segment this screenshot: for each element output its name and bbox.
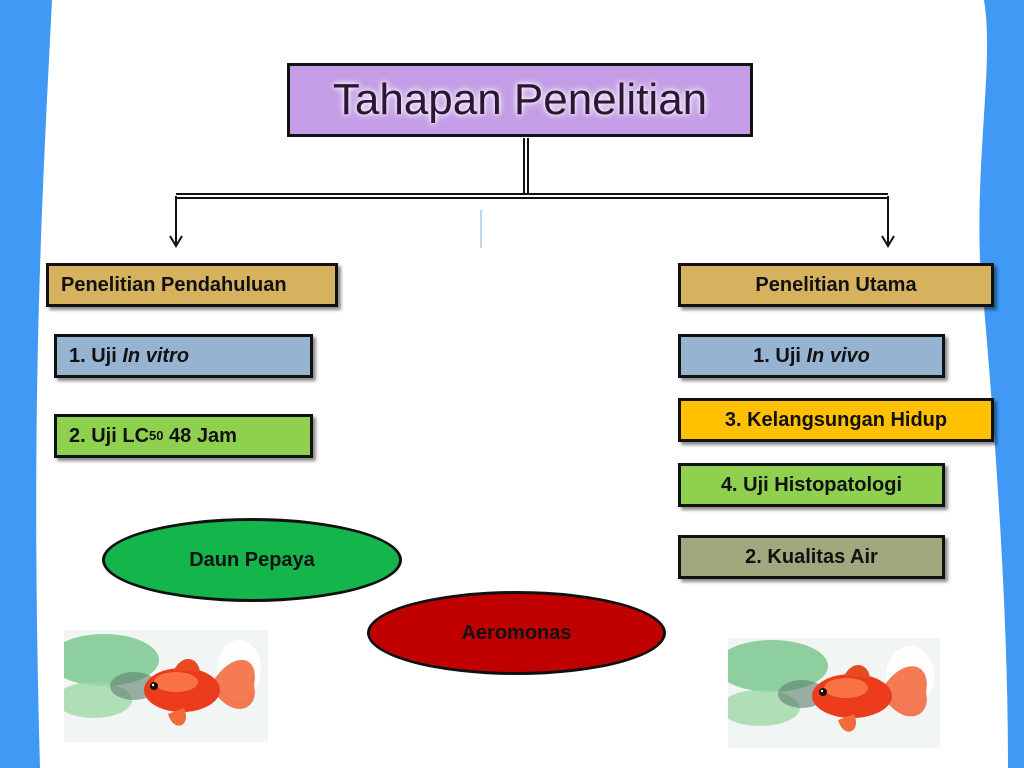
left-item2-suffix: 48 Jam — [163, 424, 237, 447]
left-item1-italic: In vitro — [122, 344, 190, 367]
left-frame-decoration — [0, 0, 52, 768]
right-item-kualitas-air: 2. Kualitas Air — [678, 535, 945, 579]
daun-pepaya-label: Daun Pepaya — [189, 548, 315, 571]
left-branch-header-label: Penelitian Pendahuluan — [61, 273, 287, 296]
goldfish-illustration-right — [728, 638, 940, 748]
right-item1-italic: In vivo — [806, 344, 870, 367]
left-item1-prefix: 1. Uji — [69, 344, 123, 367]
goldfish-illustration-left — [64, 630, 268, 742]
title-box: Tahapan Penelitian — [287, 63, 753, 137]
diagram-title: Tahapan Penelitian — [332, 75, 708, 124]
right-item-uji-histopatologi: 4. Uji Histopatologi — [678, 463, 945, 507]
left-item-uji-in-vitro: 1. Uji In vitro — [54, 334, 313, 378]
right-item2-label: 2. Kualitas Air — [745, 545, 878, 568]
right-item-uji-in-vivo: 1. Uji In vivo — [678, 334, 945, 378]
left-item2-prefix: 2. Uji LC — [69, 424, 150, 447]
right-item4-label: 4. Uji Histopatologi — [720, 473, 903, 496]
left-branch-header: Penelitian Pendahuluan — [46, 263, 338, 307]
daun-pepaya-ellipse: Daun Pepaya — [102, 518, 402, 602]
aeromonas-label: Aeromonas — [461, 621, 572, 644]
right-item-kelangsungan-hidup: 3. Kelangsungan Hidup — [678, 398, 994, 442]
right-item1-prefix: 1. Uji — [753, 344, 807, 367]
right-item3-label: 3. Kelangsungan Hidup — [724, 408, 948, 431]
right-frame-decoration — [979, 0, 1024, 768]
right-branch-header: Penelitian Utama — [678, 263, 994, 307]
aeromonas-ellipse: Aeromonas — [367, 591, 666, 675]
right-branch-header-label: Penelitian Utama — [755, 273, 917, 296]
